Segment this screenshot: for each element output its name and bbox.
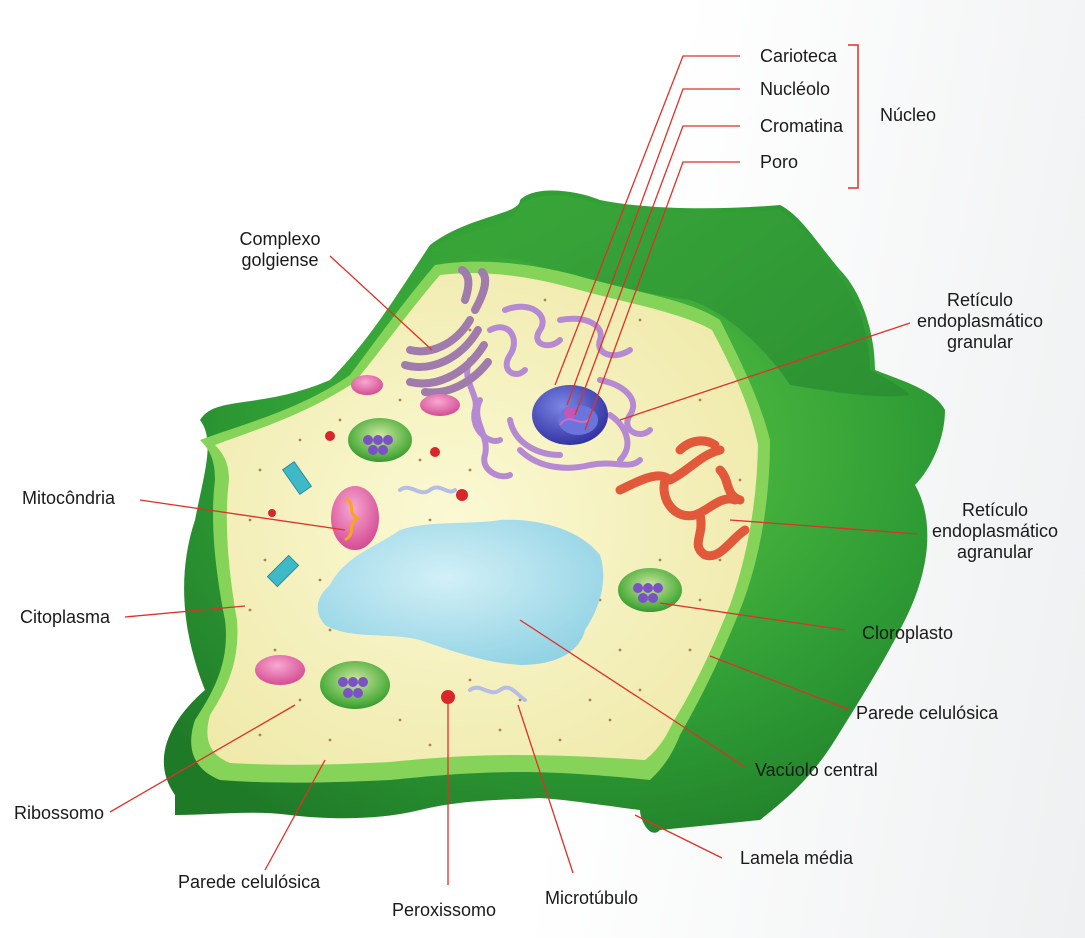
label-cloroplasto: Cloroplasto (862, 623, 953, 644)
label-poro: Poro (760, 152, 798, 173)
label-complexo-golgiense: Complexo golgiense (220, 229, 340, 271)
label-vacuolo-central: Vacúolo central (755, 760, 878, 781)
label-reticulo-agranular: Retículo endoplasmático agranular (925, 500, 1065, 563)
label-rea-line2: endoplasmático (925, 521, 1065, 542)
label-carioteca: Carioteca (760, 46, 837, 67)
label-mitocondria: Mitocôndria (22, 488, 115, 509)
label-rea-line1: Retículo (925, 500, 1065, 521)
label-microtubulo: Microtúbulo (545, 888, 638, 909)
label-parede-celulosica-direita: Parede celulósica (856, 703, 998, 724)
mitochondrion (331, 486, 379, 550)
label-reg-line1: Retículo (910, 290, 1050, 311)
vesicle-1 (351, 375, 383, 395)
label-complexo-line2: golgiense (220, 250, 340, 271)
label-ribossomo: Ribossomo (14, 803, 104, 824)
label-reg-line2: endoplasmático (910, 311, 1050, 332)
chloroplast-top (348, 418, 412, 462)
nucleus (532, 385, 608, 445)
label-parede-celulosica-inferior: Parede celulósica (178, 872, 320, 893)
label-nucleolo: Nucléolo (760, 79, 830, 100)
label-reticulo-granular: Retículo endoplasmático granular (910, 290, 1050, 353)
label-cromatina: Cromatina (760, 116, 843, 137)
nucleus-bracket (848, 45, 858, 188)
chloroplast-bottom (320, 661, 390, 709)
label-peroxissomo: Peroxissomo (392, 900, 496, 921)
label-lamela-media: Lamela média (740, 848, 853, 869)
label-reg-line3: granular (910, 332, 1050, 353)
vesicle-2 (420, 394, 460, 416)
label-complexo-line1: Complexo (220, 229, 340, 250)
label-nucleo: Núcleo (880, 105, 936, 126)
vesicle-3 (255, 655, 305, 685)
label-rea-line3: agranular (925, 542, 1065, 563)
label-citoplasma: Citoplasma (20, 607, 110, 628)
